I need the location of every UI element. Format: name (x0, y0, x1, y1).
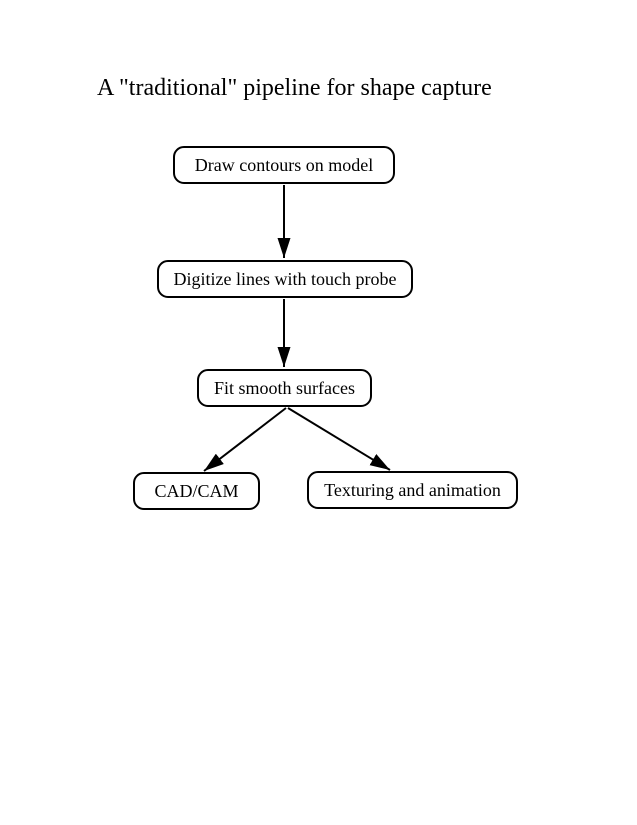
arrow-fit-to-texturing (287, 407, 391, 471)
diagram-title: A "traditional" pipeline for shape captu… (97, 75, 492, 101)
node-digitize-lines: Digitize lines with touch probe (157, 260, 413, 298)
arrow-fit-to-cadcam (203, 407, 287, 472)
node-cad-cam-label: CAD/CAM (154, 480, 239, 501)
node-texturing-animation: Texturing and animation (307, 471, 518, 509)
node-fit-surfaces-label: Fit smooth surfaces (214, 377, 355, 398)
node-draw-contours: Draw contours on model (173, 146, 395, 184)
node-digitize-lines-label: Digitize lines with touch probe (173, 268, 397, 289)
node-fit-surfaces: Fit smooth surfaces (197, 369, 372, 407)
node-draw-contours-label: Draw contours on model (194, 154, 374, 175)
node-cad-cam: CAD/CAM (133, 472, 260, 510)
node-texturing-animation-label: Texturing and animation (324, 479, 501, 500)
